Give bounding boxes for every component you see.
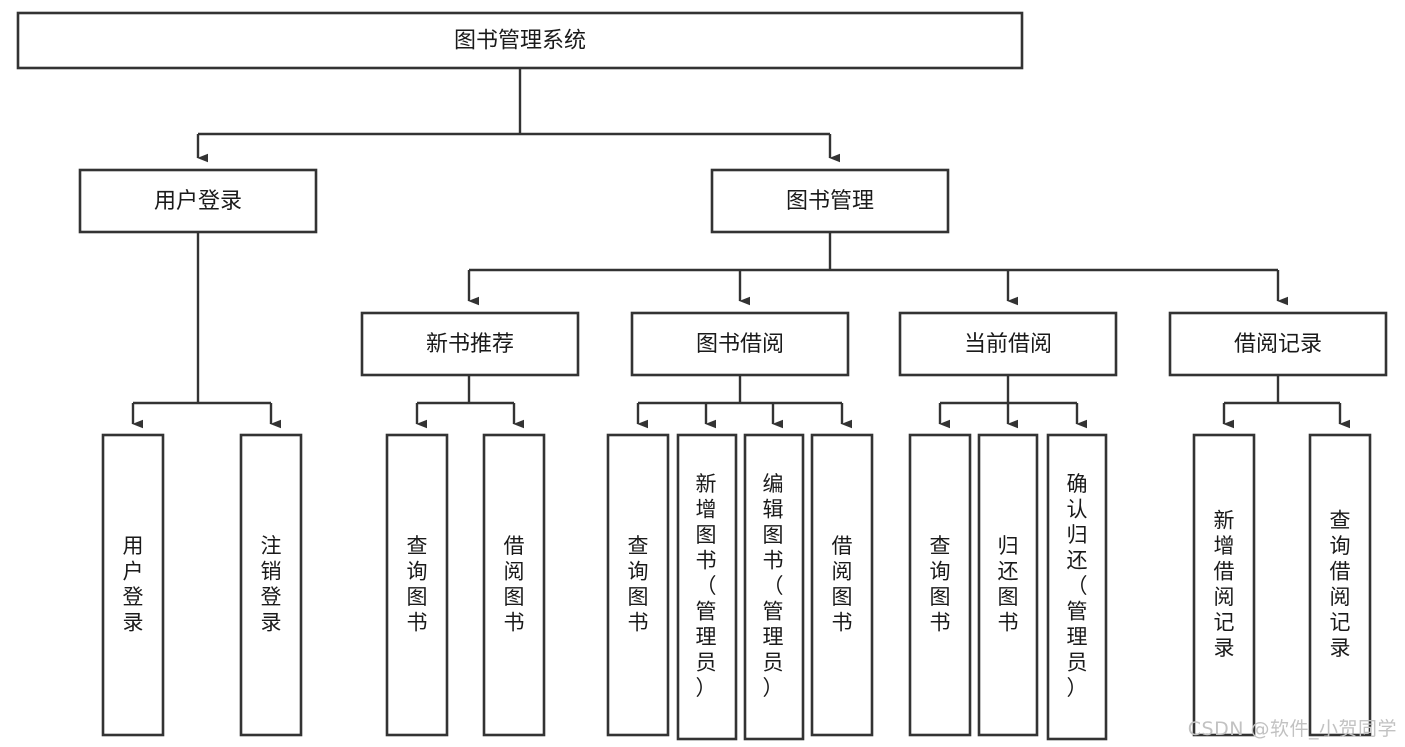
node-leaf-borrow-book-2-box[interactable] [810, 433, 874, 737]
connector-group-root [196, 68, 841, 163]
node-leaf-add-book-box[interactable] [676, 433, 738, 741]
node-leaf-borrow-book-1-box[interactable] [482, 433, 546, 737]
node-root-label: 图书管理系统 [454, 29, 586, 54]
node-leaf-user-login-box[interactable] [101, 433, 165, 737]
node-book-borrow-box[interactable] [630, 311, 850, 377]
connector-group-book-borrow [636, 375, 853, 429]
connector-group-new-book-rec [415, 375, 525, 429]
node-leaf-confirm-return[interactable]: 确认归还（管理员） [1046, 433, 1108, 741]
node-leaf-add-record-label: 新增借阅记录 [1214, 508, 1235, 660]
node-leaf-add-record[interactable]: 新增借阅记录 [1192, 433, 1256, 737]
node-root-box[interactable] [16, 11, 1024, 70]
connector-group-borrow-record [1222, 375, 1351, 429]
node-leaf-add-book-label: 新增图书（管理员） [696, 472, 717, 700]
node-leaf-return-book-box[interactable] [977, 433, 1039, 737]
node-leaf-add-book[interactable]: 新增图书（管理员） [676, 433, 738, 741]
node-user-login-box[interactable] [78, 168, 318, 234]
node-borrow-record-box[interactable] [1168, 311, 1388, 377]
node-current-borrow-box[interactable] [898, 311, 1118, 377]
node-leaf-query-book-2-label: 查询图书 [628, 534, 649, 635]
csdn-watermark: CSDN @软件_小贺同学 [1187, 718, 1397, 740]
connector-group-book-manage [467, 232, 1289, 306]
node-leaf-query-book-2-box[interactable] [606, 433, 670, 737]
node-leaf-logout[interactable]: 注销登录 [239, 433, 303, 737]
node-leaf-user-login-label: 用户登录 [123, 534, 144, 635]
node-root[interactable]: 图书管理系统 [16, 11, 1024, 70]
node-leaf-query-record-box[interactable] [1308, 433, 1372, 737]
node-borrow-record-label: 借阅记录 [1234, 332, 1322, 357]
node-leaf-confirm-return-box[interactable] [1046, 433, 1108, 741]
node-leaf-return-book-label: 归还图书 [998, 534, 1019, 635]
connector-group-current-borrow [938, 375, 1088, 429]
node-new-book-rec[interactable]: 新书推荐 [360, 311, 580, 377]
node-leaf-query-book-2[interactable]: 查询图书 [606, 433, 670, 737]
node-leaf-logout-label: 注销登录 [261, 534, 282, 635]
node-book-manage-box[interactable] [710, 168, 950, 234]
node-leaf-query-record[interactable]: 查询借阅记录 [1308, 433, 1372, 737]
node-leaf-add-record-box[interactable] [1192, 433, 1256, 737]
node-leaf-edit-book-box[interactable] [743, 433, 805, 741]
node-borrow-record[interactable]: 借阅记录 [1168, 311, 1388, 377]
node-book-borrow[interactable]: 图书借阅 [630, 311, 850, 377]
node-leaf-query-book-3-label: 查询图书 [930, 534, 951, 635]
node-leaf-logout-box[interactable] [239, 433, 303, 737]
node-leaf-query-record-label: 查询借阅记录 [1330, 508, 1351, 660]
connector-group-user-login [131, 232, 282, 429]
node-current-borrow-label: 当前借阅 [964, 332, 1052, 357]
node-new-book-rec-label: 新书推荐 [426, 332, 514, 357]
node-book-manage[interactable]: 图书管理 [710, 168, 950, 234]
node-leaf-query-book-3-box[interactable] [908, 433, 972, 737]
node-user-login[interactable]: 用户登录 [78, 168, 318, 234]
node-leaf-borrow-book-2-label: 借阅图书 [832, 534, 853, 635]
node-leaf-query-book-1-box[interactable] [385, 433, 449, 737]
node-book-borrow-label: 图书借阅 [696, 332, 784, 357]
node-new-book-rec-box[interactable] [360, 311, 580, 377]
node-leaf-edit-book-label: 编辑图书（管理员） [763, 472, 784, 700]
node-leaf-query-book-1[interactable]: 查询图书 [385, 433, 449, 737]
node-leaf-borrow-book-2[interactable]: 借阅图书 [810, 433, 874, 737]
node-leaf-borrow-book-1[interactable]: 借阅图书 [482, 433, 546, 737]
node-leaf-query-book-1-label: 查询图书 [407, 534, 428, 635]
node-leaf-edit-book[interactable]: 编辑图书（管理员） [743, 433, 805, 741]
node-leaf-user-login[interactable]: 用户登录 [101, 433, 165, 737]
node-leaf-confirm-return-label: 确认归还（管理员） [1067, 472, 1088, 700]
node-current-borrow[interactable]: 当前借阅 [898, 311, 1118, 377]
node-leaf-borrow-book-1-label: 借阅图书 [504, 534, 525, 635]
node-leaf-return-book[interactable]: 归还图书 [977, 433, 1039, 737]
node-leaf-query-book-3[interactable]: 查询图书 [908, 433, 972, 737]
node-book-manage-label: 图书管理 [786, 189, 874, 214]
node-user-login-label: 用户登录 [154, 189, 242, 214]
